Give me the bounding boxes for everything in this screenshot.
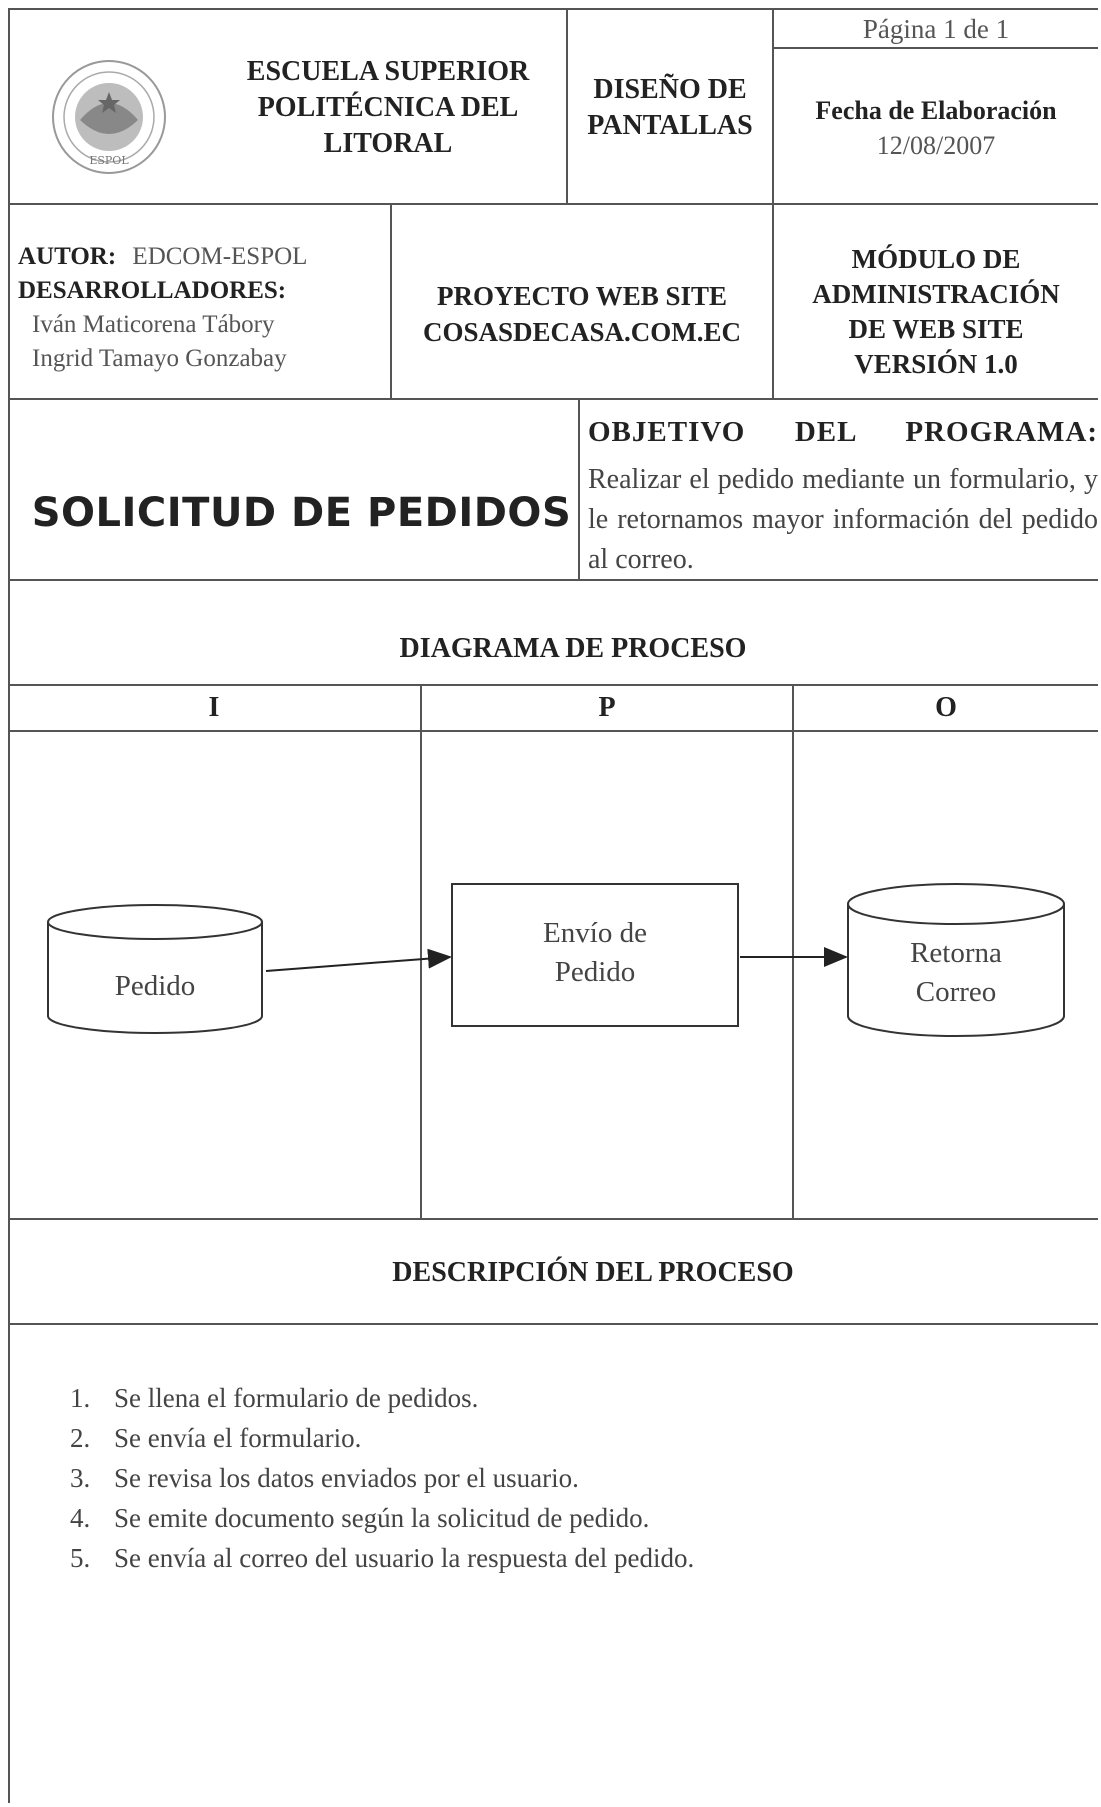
- outer-top-border: [8, 8, 1098, 10]
- process-node-line-1: Envío de: [543, 917, 647, 949]
- process-diagram: [47, 883, 1065, 1037]
- project-line-1: PROYECTO WEB SITE: [436, 281, 728, 311]
- institution-line-3: LITORAL: [323, 128, 453, 159]
- step-item: 2. Se envía el formulario.: [58, 1418, 1058, 1458]
- output-node-line-2: Correo: [915, 976, 997, 1008]
- diagram-col-divider-1: [420, 684, 422, 1219]
- process-steps: 1. Se llena el formulario de pedidos. 2. S…: [58, 1378, 1058, 1578]
- step-number: 2.: [70, 1423, 91, 1453]
- page-number: Página 1 de 1: [862, 14, 1010, 44]
- output-node-line-1: Retorna: [910, 937, 1002, 969]
- developer-1: Iván Maticorena Tábory: [32, 311, 275, 338]
- objective-text: Realizar el pedido mediante un formulari…: [588, 464, 1098, 575]
- date-label: Fecha de Elaboración: [815, 96, 1057, 125]
- program-bottom: [8, 579, 1098, 581]
- diagram-title: DIAGRAMA DE PROCESO: [399, 633, 747, 664]
- output-cylinder: [847, 883, 1065, 1037]
- output-node-label: Retorna Correo: [848, 934, 1064, 1012]
- doc-type-line-1: DISEÑO DE: [593, 74, 747, 105]
- diagram-col-divider-2: [792, 684, 794, 1219]
- page-date-divider: [772, 47, 1098, 49]
- description-header-bottom: [8, 1323, 1098, 1325]
- diagram-bottom: [8, 1218, 1098, 1220]
- author-block: AUTOR: EDCOM-ESPOL DESARROLLADORES: Iván…: [18, 240, 388, 376]
- step-number: 4.: [70, 1503, 91, 1533]
- info-divider-1: [390, 204, 392, 399]
- diagram-header-bottom: [8, 730, 1098, 732]
- header-bottom: [8, 203, 1098, 205]
- document-type: DISEÑO DE PANTALLAS: [570, 72, 770, 144]
- step-text: Se emite documento según la solicitud de…: [114, 1503, 650, 1533]
- description-title: DESCRIPCIÓN DEL PROCESO: [392, 1257, 794, 1288]
- program-divider: [578, 398, 580, 580]
- institution-line-2: POLITÉCNICA DEL: [257, 92, 519, 123]
- header-divider-1: [566, 8, 568, 204]
- date-value: 12/08/2007: [876, 131, 996, 160]
- developer-2: Ingrid Tamayo Gonzabay: [32, 345, 287, 372]
- process-node-label: Envío de Pedido: [452, 914, 738, 992]
- project-name: PROYECTO WEB SITE COSASDECASA.COM.EC: [394, 278, 770, 350]
- input-cylinder: [47, 904, 263, 1034]
- step-number: 5.: [70, 1543, 91, 1573]
- module-line-3: DE WEB SITE: [848, 314, 1024, 344]
- arrow-input-to-process: [265, 948, 452, 972]
- step-item: 3. Se revisa los datos enviados por el us…: [58, 1458, 1058, 1498]
- author-row: AUTOR: EDCOM-ESPOL: [18, 240, 388, 274]
- input-node-label: Pedido: [114, 970, 196, 1002]
- step-text: Se revisa los datos enviados por el usua…: [114, 1463, 579, 1493]
- module-name: MÓDULO DE ADMINISTRACIÓN DE WEB SITE VER…: [774, 242, 1098, 382]
- step-item: 1. Se llena el formulario de pedidos.: [58, 1378, 1058, 1418]
- step-item: 5. Se envía al correo del usuario la resp…: [58, 1538, 1058, 1578]
- process-node-line-2: Pedido: [554, 956, 636, 988]
- project-line-2: COSASDECASA.COM.EC: [422, 317, 742, 347]
- developers-label: DESARROLLADORES:: [18, 277, 287, 304]
- info-bottom: [8, 398, 1098, 400]
- document-sheet: ESPOL ESCUELA SUPERIOR POLITÉCNICA DEL L…: [8, 8, 1098, 1803]
- column-process: P: [598, 692, 616, 723]
- doc-type-line-2: PANTALLAS: [587, 110, 753, 141]
- step-item: 4. Se emite documento según la solicitud …: [58, 1498, 1058, 1538]
- module-line-4: VERSIÓN 1.0: [854, 349, 1018, 379]
- author-value: EDCOM-ESPOL: [132, 243, 308, 270]
- column-input: I: [208, 692, 220, 723]
- module-line-1: MÓDULO DE: [851, 244, 1021, 274]
- svg-text:ESPOL: ESPOL: [89, 154, 129, 167]
- step-number: 1.: [70, 1383, 91, 1413]
- step-number: 3.: [70, 1463, 91, 1493]
- institution-line-1: ESCUELA SUPERIOR: [246, 56, 530, 87]
- step-text: Se llena el formulario de pedidos.: [114, 1383, 479, 1413]
- step-text: Se envía el formulario.: [114, 1423, 362, 1453]
- institution-name: ESCUELA SUPERIOR POLITÉCNICA DEL LITORAL: [218, 54, 558, 162]
- outer-left-border: [8, 8, 10, 1803]
- process-box: [451, 883, 739, 1027]
- module-line-2: ADMINISTRACIÓN: [812, 279, 1060, 309]
- program-title: SOLICITUD DE PEDIDOS: [31, 490, 572, 536]
- author-label: AUTOR:: [18, 243, 117, 270]
- diagram-header-top: [8, 684, 1098, 686]
- objective-label: OBJETIVO DEL PROGRAMA:: [588, 416, 1098, 448]
- espol-logo: ESPOL: [52, 60, 166, 174]
- column-output: O: [935, 692, 957, 723]
- step-text: Se envía al correo del usuario la respue…: [114, 1543, 695, 1573]
